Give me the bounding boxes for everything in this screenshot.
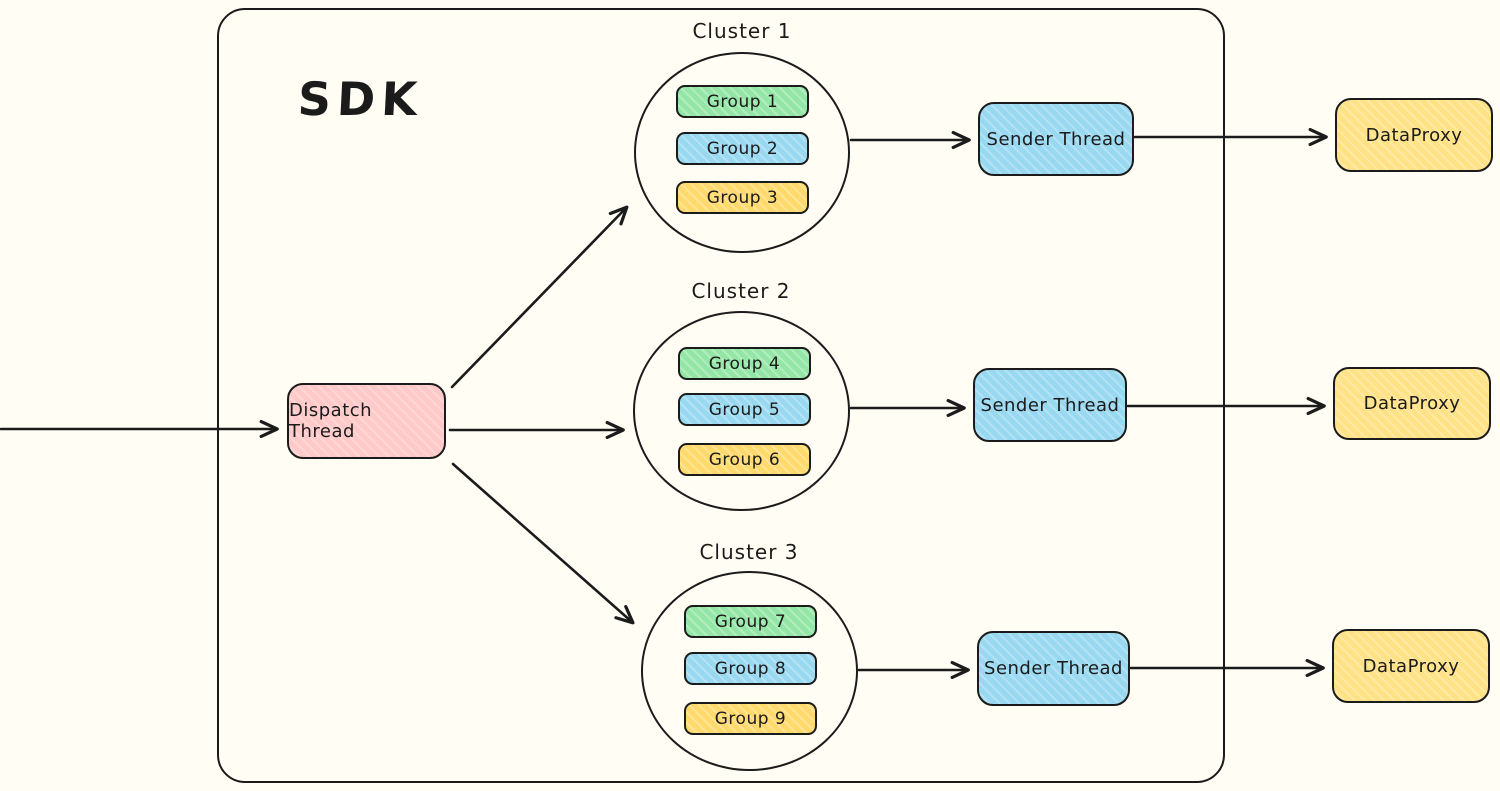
group-1-label: Group 1 xyxy=(706,91,779,112)
group-6-pill: Group 6 xyxy=(678,443,811,476)
group-3-label: Group 3 xyxy=(706,187,779,208)
group-5-label: Group 5 xyxy=(708,399,781,420)
group-7-label: Group 7 xyxy=(714,611,787,632)
group-8-pill: Group 8 xyxy=(684,652,817,685)
group-9-label: Group 9 xyxy=(714,708,787,729)
group-2-pill: Group 2 xyxy=(676,132,809,165)
sender-thread-1-label: Sender Thread xyxy=(986,128,1126,150)
data-proxy-2-box: DataProxy xyxy=(1333,367,1491,440)
group-8-label: Group 8 xyxy=(714,658,787,679)
sender-thread-2-box: Sender Thread xyxy=(973,368,1127,442)
sender-thread-3-label: Sender Thread xyxy=(984,658,1123,679)
sender-thread-2-label: Sender Thread xyxy=(980,394,1120,416)
group-6-label: Group 6 xyxy=(708,449,781,470)
data-proxy-3-label: DataProxy xyxy=(1362,655,1460,677)
group-9-pill: Group 9 xyxy=(684,702,817,735)
sdk-container-box xyxy=(217,8,1225,783)
dispatch-thread-box: Dispatch Thread xyxy=(287,383,446,459)
cluster-2-label: Cluster 2 xyxy=(691,279,791,303)
group-2-label: Group 2 xyxy=(706,138,779,159)
group-3-pill: Group 3 xyxy=(676,181,809,214)
group-4-label: Group 4 xyxy=(708,353,781,374)
data-proxy-1-box: DataProxy xyxy=(1335,98,1493,172)
dispatch-thread-label: Dispatch Thread xyxy=(289,400,373,442)
cluster-3-circle xyxy=(641,571,858,771)
sender-thread-1-box: Sender Thread xyxy=(978,102,1134,176)
data-proxy-2-label: DataProxy xyxy=(1363,393,1461,414)
group-4-pill: Group 4 xyxy=(678,347,811,380)
data-proxy-3-box: DataProxy xyxy=(1332,629,1490,703)
cluster-3-label: Cluster 3 xyxy=(699,540,799,564)
cluster-1-label: Cluster 1 xyxy=(692,19,792,43)
sdk-label: SDK xyxy=(296,72,425,126)
group-1-pill: Group 1 xyxy=(676,85,809,118)
sender-thread-3-box: Sender Thread xyxy=(977,631,1130,706)
data-proxy-1-label: DataProxy xyxy=(1365,124,1463,146)
group-5-pill: Group 5 xyxy=(678,393,811,426)
group-7-pill: Group 7 xyxy=(684,605,817,638)
cluster-2-circle xyxy=(633,311,850,511)
cluster-1-circle xyxy=(634,52,850,253)
